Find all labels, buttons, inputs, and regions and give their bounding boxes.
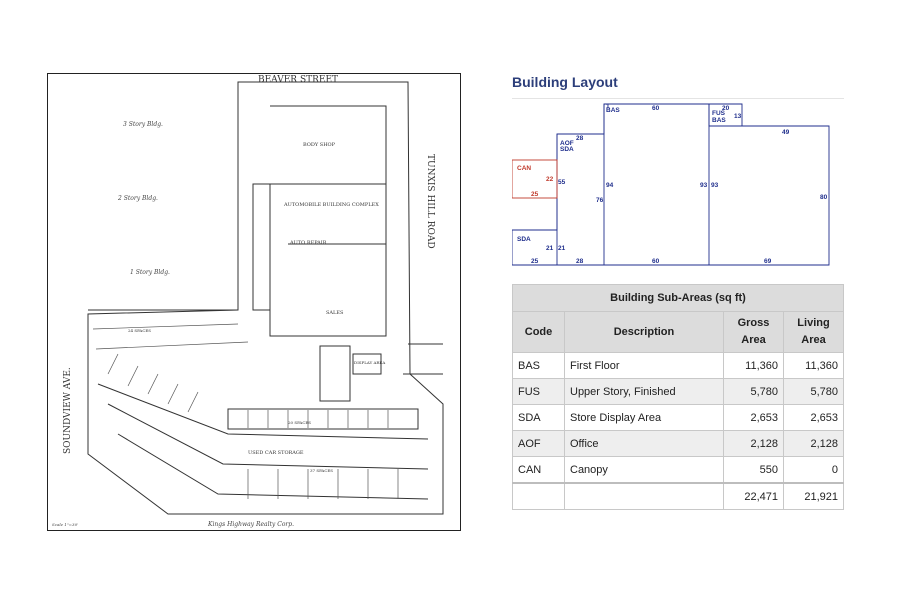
subareas-table: Building Sub-Areas (sq ft) Code Descript… — [512, 284, 844, 510]
cell-gross-area: 5,780 — [723, 378, 784, 405]
area-bas-top: BAS — [606, 107, 620, 114]
dim-20: 20 — [722, 105, 730, 112]
dim-21b: 21 — [558, 245, 566, 252]
table-row: SDA Store Display Area 2,653 2,653 — [512, 404, 844, 431]
cell-code: CAN — [512, 456, 565, 484]
area-fus: FUS — [712, 110, 726, 117]
scale-note: Scale 1"=30' — [52, 522, 78, 527]
dim-28-top: 28 — [576, 135, 584, 142]
cell-description: Canopy — [564, 456, 724, 484]
dim-21a: 21 — [546, 245, 554, 252]
building-layout-sketch: BAS FUS BAS AOF SDA CAN SDA 1 60 20 13 4… — [511, 100, 844, 273]
cell-code: AOF — [512, 430, 565, 457]
area-sda-bottom: SDA — [517, 236, 531, 243]
header-living-line1: Living — [797, 317, 830, 329]
site-plan-drawing: BEAVER STREET TUNXIS HILL ROAD SOUNDVIEW… — [52, 75, 444, 528]
street-soundview-label: SOUNDVIEW AVE. — [63, 367, 73, 454]
table-row: AOF Office 2,128 2,128 — [512, 430, 844, 457]
dim-76: 76 — [596, 197, 604, 204]
header-gross-line1: Gross — [737, 317, 770, 329]
building-layout-title: Building Layout — [512, 74, 618, 90]
totals-row: 22,471 21,921 — [512, 482, 844, 510]
dim-22: 22 — [546, 176, 554, 183]
dim-93b: 93 — [711, 182, 719, 189]
cell-gross-area: 2,653 — [723, 404, 784, 431]
hand-note-middle: 2 Story Bldg. — [117, 195, 158, 202]
dim-25-bottom: 25 — [531, 258, 539, 265]
label-auto-repair: AUTO REPAIR — [289, 240, 327, 246]
hand-note-bottom: 1 Story Bldg. — [130, 269, 170, 276]
cell-code: SDA — [512, 404, 565, 431]
title-divider — [512, 98, 844, 99]
cell-code: FUS — [512, 378, 565, 405]
cell-code: BAS — [512, 352, 565, 379]
outline-fus — [709, 103, 743, 126]
header-description: Description — [564, 311, 724, 353]
dim-25-can: 25 — [531, 191, 539, 198]
street-tunxis-label: TUNXIS HILL ROAD — [425, 154, 435, 249]
label-spaces-b: 20 SPACES — [288, 420, 311, 425]
hand-note-owner: Kings Highway Realty Corp. — [207, 521, 294, 528]
cell-living-area: 2,128 — [783, 430, 844, 457]
table-row: CAN Canopy 550 0 — [512, 456, 844, 484]
label-body-shop: BODY SHOP — [303, 142, 336, 148]
site-plan-image: BEAVER STREET TUNXIS HILL ROAD SOUNDVIEW… — [47, 73, 461, 531]
subareas-table-title: Building Sub-Areas (sq ft) — [512, 284, 844, 311]
cell-living-area: 0 — [783, 456, 844, 484]
label-spaces-a: 24 SPACES — [128, 328, 151, 333]
cell-gross-area: 2,128 — [723, 430, 784, 457]
total-living-area: 21,921 — [783, 482, 844, 510]
totals-code-cell — [512, 482, 565, 510]
hand-note-top: 3 Story Bldg. — [123, 121, 163, 128]
building-sketch-svg: BAS FUS BAS AOF SDA CAN SDA 1 60 20 13 4… — [511, 103, 830, 266]
cell-living-area: 5,780 — [783, 378, 844, 405]
cell-living-area: 11,360 — [783, 352, 844, 379]
header-living-line2: Area — [801, 334, 826, 346]
dim-94: 94 — [606, 182, 614, 189]
label-display-area: DISPLAY AREA — [354, 360, 385, 365]
label-sales: SALES — [326, 310, 344, 316]
cell-description: First Floor — [564, 352, 724, 379]
dim-13: 13 — [734, 113, 742, 120]
dim-49: 49 — [782, 129, 790, 136]
dim-28-bottom: 28 — [576, 258, 584, 265]
area-bas-right: BAS — [712, 117, 726, 124]
dim-60-bottom: 60 — [652, 258, 660, 265]
cell-living-area: 2,653 — [783, 404, 844, 431]
dim-1: 1 — [606, 103, 610, 110]
cell-gross-area: 11,360 — [723, 352, 784, 379]
street-beaver-label: BEAVER STREET — [258, 75, 338, 85]
total-gross-area: 22,471 — [723, 482, 784, 510]
table-row: BAS First Floor 11,360 11,360 — [512, 352, 844, 379]
area-can: CAN — [517, 165, 531, 172]
header-gross-line2: Area — [741, 334, 766, 346]
label-used-car-storage: USED CAR STORAGE — [248, 450, 304, 456]
dim-60-top: 60 — [652, 105, 660, 112]
totals-description-cell — [564, 482, 724, 510]
dim-93a: 93 — [700, 182, 708, 189]
area-aof: AOF — [560, 140, 574, 147]
outline-canopy — [511, 159, 558, 199]
cell-description: Upper Story, Finished — [564, 378, 724, 405]
cell-gross-area: 550 — [723, 456, 784, 484]
dim-80: 80 — [820, 194, 828, 201]
area-sda-top: SDA — [560, 146, 574, 153]
cell-description: Store Display Area — [564, 404, 724, 431]
dim-69: 69 — [764, 258, 772, 265]
table-row: FUS Upper Story, Finished 5,780 5,780 — [512, 378, 844, 405]
cell-description: Office — [564, 430, 724, 457]
label-auto-building: AUTOMOBILE BUILDING COMPLEX — [283, 202, 379, 208]
dim-55: 55 — [558, 179, 566, 186]
label-spaces-c: 37 SPACES — [310, 468, 333, 473]
header-code: Code — [512, 311, 565, 353]
